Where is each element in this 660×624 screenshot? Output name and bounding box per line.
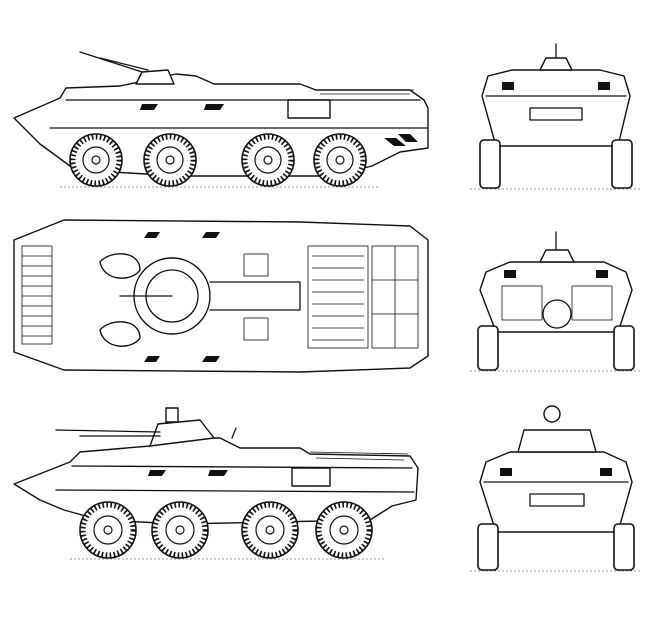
gun-barrel-1 — [79, 51, 143, 73]
engine-grille-slats — [22, 255, 52, 337]
front-turret-2 — [517, 429, 597, 453]
antenna-2 — [231, 427, 237, 439]
vision-port-1a — [140, 104, 158, 110]
gun-barrel-2 — [55, 429, 161, 433]
gun-barrel-1b — [99, 57, 149, 71]
rear-wheel-a — [477, 325, 499, 371]
rear-lights — [504, 270, 608, 278]
deck-line-2 — [71, 465, 413, 469]
front-lights-2 — [500, 468, 612, 476]
wheel-2d — [315, 501, 373, 559]
commander-hatch — [99, 253, 141, 279]
front-wheel-2b — [613, 523, 635, 571]
rear-wheel-b — [613, 325, 635, 371]
front-winch-1 — [529, 107, 583, 121]
plan-hull — [13, 219, 429, 373]
wheel-1d — [313, 133, 367, 187]
rear-door-right — [571, 285, 613, 321]
front-wheel-1a — [479, 139, 501, 189]
vision-port-1b — [204, 104, 224, 110]
side-door-2 — [291, 467, 331, 487]
stowage-rack-2 — [309, 451, 409, 461]
wheel-2b — [151, 501, 209, 559]
front-view-1 — [470, 43, 640, 190]
rear-hull — [479, 261, 633, 333]
wheel-1a — [69, 133, 123, 187]
turret-sight-front-2 — [543, 405, 561, 423]
wheel-1c — [241, 133, 295, 187]
side-door-1 — [287, 99, 331, 119]
vision-port-2a — [148, 470, 166, 476]
engine-grille — [21, 245, 53, 345]
front-wheel-1b — [611, 139, 633, 189]
side-elevation-view-1 — [13, 51, 429, 188]
wheel-2c — [241, 501, 299, 559]
front-turret-1 — [539, 57, 573, 71]
rear-hatch — [542, 299, 572, 329]
plan-spine — [209, 281, 301, 311]
exhaust-stripes-1 — [384, 134, 418, 146]
rear-door-left — [501, 285, 543, 321]
plan-view — [13, 219, 429, 373]
front-wheel-2a — [477, 523, 499, 571]
driver-hatch — [99, 321, 141, 347]
rear-view — [470, 231, 640, 372]
wheel-1b — [143, 133, 197, 187]
wheel-2a — [79, 501, 137, 559]
turret-sight-2 — [165, 407, 179, 423]
turret-1 — [135, 69, 175, 85]
front-view-2 — [470, 405, 640, 572]
plan-hatch-mid-b — [243, 317, 269, 341]
front-lights-1 — [502, 82, 610, 90]
plan-hatch-mid-a — [243, 253, 269, 277]
belt-line-2 — [55, 489, 415, 493]
stowage-rack-1 — [314, 89, 414, 95]
engine-deck-rack — [307, 245, 419, 349]
rear-turret — [539, 249, 575, 263]
vision-port-2b — [208, 470, 228, 476]
side-elevation-view-2 — [13, 407, 419, 560]
front-winch-2 — [529, 493, 585, 507]
front-hull-2 — [479, 451, 633, 533]
